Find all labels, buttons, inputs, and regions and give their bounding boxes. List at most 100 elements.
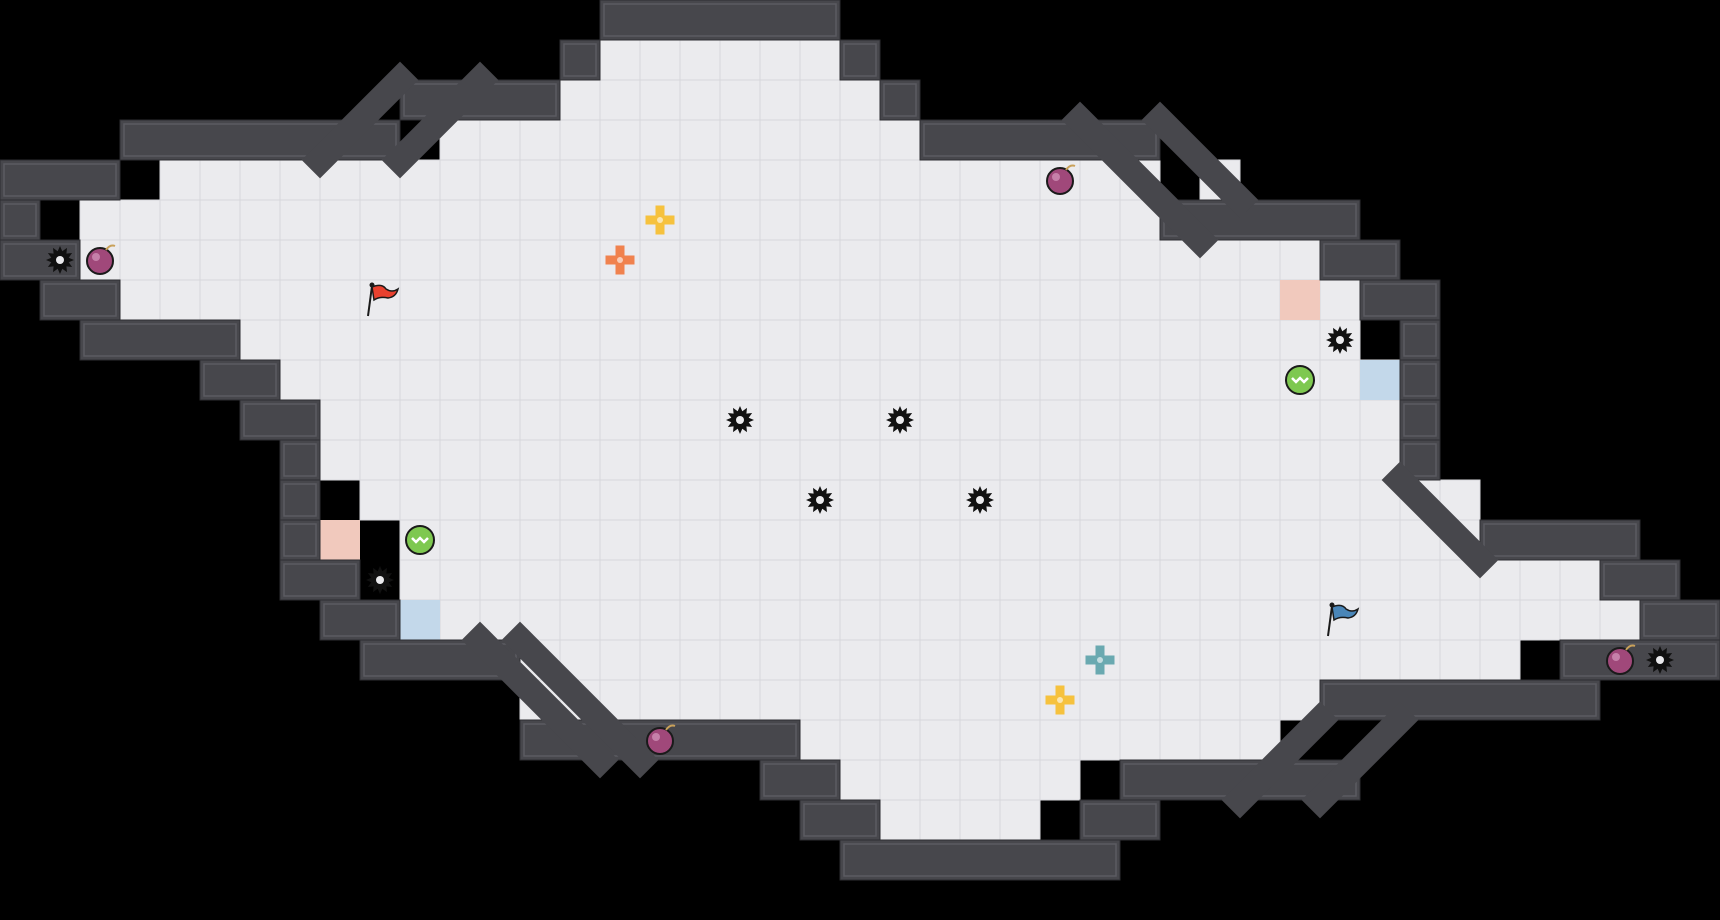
floor-tile bbox=[999, 519, 1041, 561]
floor-tile bbox=[1279, 559, 1321, 601]
floor-tile bbox=[319, 239, 361, 281]
floor-tile bbox=[919, 279, 961, 321]
floor-tile bbox=[919, 199, 961, 241]
wall-inner-line bbox=[283, 443, 317, 477]
floor-tile bbox=[479, 159, 521, 201]
wall-segment bbox=[1399, 439, 1441, 481]
floor-tile bbox=[719, 39, 761, 81]
floor-tile bbox=[1039, 439, 1081, 481]
floor-tile bbox=[919, 559, 961, 601]
floor-tile bbox=[999, 559, 1041, 601]
floor-tile bbox=[879, 639, 921, 681]
floor-tile bbox=[719, 239, 761, 281]
floor-tile bbox=[1199, 719, 1241, 761]
floor-tile bbox=[439, 199, 481, 241]
floor-tile bbox=[679, 279, 721, 321]
wall-inner-line bbox=[603, 3, 837, 37]
floor-tile bbox=[479, 119, 521, 161]
floor-tile bbox=[479, 319, 521, 361]
wall-segment bbox=[839, 39, 881, 81]
floor-tile bbox=[759, 399, 801, 441]
floor-tile bbox=[679, 79, 721, 121]
floor-tile bbox=[439, 319, 481, 361]
floor-tile bbox=[1119, 239, 1161, 281]
floor-tile bbox=[439, 439, 481, 481]
floor-tile bbox=[1119, 359, 1161, 401]
floor-tile bbox=[759, 199, 801, 241]
floor-tile bbox=[919, 479, 961, 521]
floor-tile bbox=[959, 239, 1001, 281]
floor-tile bbox=[1279, 519, 1321, 561]
wall-diagonal bbox=[1221, 701, 1339, 819]
wall-segment bbox=[79, 319, 241, 361]
floor-tile bbox=[799, 199, 841, 241]
floor-tile bbox=[999, 639, 1041, 681]
floor-tile bbox=[199, 159, 241, 201]
floor-tile bbox=[279, 279, 321, 321]
floor-tile bbox=[799, 519, 841, 561]
floor-tile bbox=[759, 279, 801, 321]
floor-tile bbox=[199, 279, 241, 321]
floor-tile bbox=[239, 199, 281, 241]
floor-tile bbox=[919, 439, 961, 481]
wall-inner-line bbox=[1363, 283, 1437, 317]
floor-tile bbox=[839, 119, 881, 161]
floor-tile bbox=[799, 559, 841, 601]
floor-tile bbox=[439, 359, 481, 401]
floor-tile bbox=[839, 599, 881, 641]
floor-tile bbox=[1319, 279, 1361, 321]
wall-inner-line bbox=[283, 483, 317, 517]
floor-tile bbox=[1199, 559, 1241, 601]
floor-tile bbox=[599, 359, 641, 401]
floor-tile bbox=[639, 399, 681, 441]
floor-tile bbox=[679, 359, 721, 401]
floor-tile bbox=[1079, 359, 1121, 401]
floor-tile bbox=[239, 279, 281, 321]
wall-segment bbox=[279, 519, 321, 561]
spike-icon bbox=[1646, 646, 1674, 674]
wall-inner-line bbox=[283, 563, 357, 597]
spike-icon bbox=[806, 486, 834, 514]
floor-tile bbox=[439, 239, 481, 281]
floor-tile bbox=[959, 679, 1001, 721]
floor-tile bbox=[879, 559, 921, 601]
floor-tile bbox=[639, 519, 681, 561]
wall-segment bbox=[1559, 639, 1720, 681]
blue-spawn-tile bbox=[400, 600, 440, 640]
floor-tile bbox=[1359, 639, 1401, 681]
floor-tile bbox=[719, 319, 761, 361]
floor-tile bbox=[879, 799, 921, 841]
floor-tile bbox=[159, 239, 201, 281]
floor-tile bbox=[1319, 559, 1361, 601]
floor-tile bbox=[719, 439, 761, 481]
floor-tile bbox=[1119, 399, 1161, 441]
floor-tile bbox=[1039, 719, 1081, 761]
floor-tile bbox=[759, 119, 801, 161]
floor-tile bbox=[359, 399, 401, 441]
floor-tile bbox=[1559, 559, 1601, 601]
floor-tile bbox=[799, 719, 841, 761]
floor-tile bbox=[679, 599, 721, 641]
wall-segment bbox=[1319, 239, 1401, 281]
floor-tile bbox=[1279, 399, 1321, 441]
floor-tile bbox=[719, 479, 761, 521]
floor-tile bbox=[999, 799, 1041, 841]
floor-tile bbox=[799, 239, 841, 281]
floor-tile bbox=[959, 559, 1001, 601]
floor-tile bbox=[839, 239, 881, 281]
floor-tile bbox=[759, 79, 801, 121]
floor-tile bbox=[1159, 479, 1201, 521]
floor-tile bbox=[839, 359, 881, 401]
floor-tile bbox=[1039, 759, 1081, 801]
wall-inner-line bbox=[1403, 323, 1437, 357]
wall-inner-line bbox=[1643, 603, 1717, 637]
floor-tile bbox=[1079, 439, 1121, 481]
floor-tile bbox=[1079, 279, 1121, 321]
floor-tile bbox=[1399, 599, 1441, 641]
floor-tile bbox=[919, 599, 961, 641]
floor-tile bbox=[1199, 599, 1241, 641]
floor-tile bbox=[519, 519, 561, 561]
floor-tile bbox=[879, 359, 921, 401]
floor-tile bbox=[1199, 479, 1241, 521]
blue-spawn-tile bbox=[1360, 360, 1400, 400]
